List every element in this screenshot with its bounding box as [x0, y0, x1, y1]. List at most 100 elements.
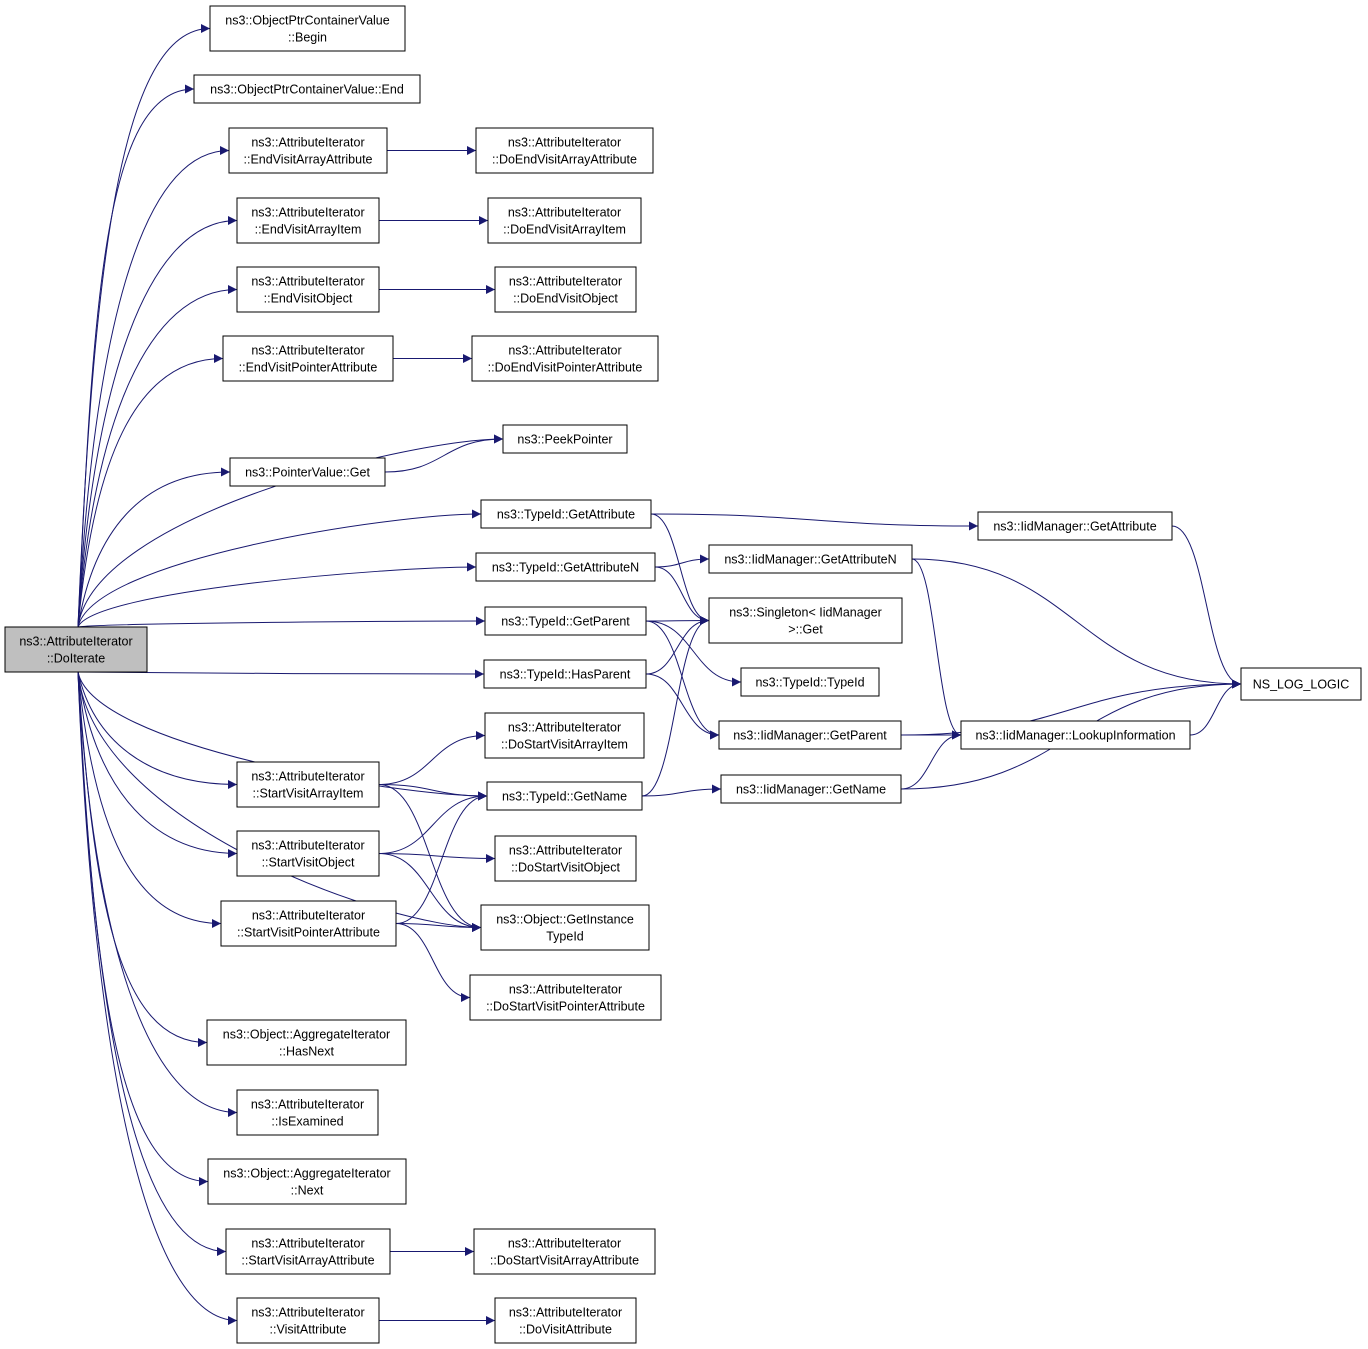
- node-label-line: ns3::IidManager::LookupInformation: [975, 729, 1175, 743]
- node-iid-get-attr-n[interactable]: ns3::IidManager::GetAttributeN: [708, 544, 913, 574]
- node-label-line: ns3::TypeId::HasParent: [500, 668, 631, 682]
- node-do-end-array-attr[interactable]: ns3::AttributeIterator::DoEndVisitArrayA…: [475, 127, 654, 174]
- node-do-start-array-item[interactable]: ns3::AttributeIterator::DoStartVisitArra…: [484, 712, 645, 759]
- call-edge-doiterate-to-start_visit_object: [77, 671, 238, 858]
- node-box: [473, 1228, 656, 1275]
- node-label-line: ns3::IidManager::GetParent: [733, 729, 887, 743]
- node-box: [206, 1019, 407, 1066]
- node-box: [480, 499, 652, 529]
- node-typeid-get-name[interactable]: ns3::TypeId::GetName: [486, 781, 643, 811]
- call-edge-doiterate-to-typeid_get_parent: [77, 616, 486, 628]
- node-iid-get-parent[interactable]: ns3::IidManager::GetParent: [718, 720, 902, 750]
- call-edge-typeid_has_parent-to-singleton_get: [645, 616, 710, 675]
- node-box: [222, 335, 394, 382]
- node-pointer-value-get[interactable]: ns3::PointerValue::Get: [229, 457, 386, 487]
- node-label-line: ns3::TypeId::GetAttributeN: [492, 561, 639, 575]
- node-ns-log-logic[interactable]: NS_LOG_LOGIC: [1240, 667, 1362, 701]
- node-box: [480, 904, 650, 951]
- node-label-line: ns3::AttributeIterator: [251, 839, 364, 853]
- node-label-line: ns3::IidManager::GetAttribute: [993, 520, 1156, 534]
- node-label-line: ::EndVisitPointerAttribute: [239, 361, 378, 375]
- node-singleton-get[interactable]: ns3::Singleton< IidManager>::Get: [708, 597, 903, 644]
- node-label-line: ns3::AttributeIterator: [508, 136, 621, 150]
- node-do-start-object[interactable]: ns3::AttributeIterator::DoStartVisitObje…: [494, 835, 637, 882]
- node-is-examined[interactable]: ns3::AttributeIterator::IsExamined: [236, 1089, 379, 1136]
- node-label-line: NS_LOG_LOGIC: [1253, 678, 1350, 692]
- node-typeid-get-parent[interactable]: ns3::TypeId::GetParent: [484, 606, 647, 636]
- call-edge-doiterate-to-end_visit_array_attr: [77, 146, 230, 628]
- node-label-line: ns3::AttributeIterator: [251, 1098, 364, 1112]
- node-label-line: ::DoEndVisitObject: [513, 292, 618, 306]
- node-label-line: ::StartVisitObject: [262, 856, 355, 870]
- call-edge-iid_get_name-to-iid_lookup: [900, 730, 962, 790]
- node-do-end-ptr-attr[interactable]: ns3::AttributeIterator::DoEndVisitPointe…: [471, 335, 659, 382]
- node-label-line: >::Get: [788, 623, 823, 637]
- node-start-visit-object[interactable]: ns3::AttributeIterator::StartVisitObject: [236, 830, 380, 877]
- node-end-visit-object[interactable]: ns3::AttributeIterator::EndVisitObject: [236, 266, 380, 313]
- call-edge-start_visit_ptr_attr-to-do_start_ptr_attr: [395, 923, 471, 1002]
- node-do-end-array-item[interactable]: ns3::AttributeIterator::DoEndVisitArrayI…: [487, 197, 642, 244]
- node-end-visit-array-item[interactable]: ns3::AttributeIterator::EndVisitArrayIte…: [236, 197, 380, 244]
- node-end-visit-ptr-attr[interactable]: ns3::AttributeIterator::EndVisitPointerA…: [222, 335, 394, 382]
- call-edge-doiterate-to-opcv_end: [77, 84, 195, 628]
- node-do-end-object[interactable]: ns3::AttributeIterator::DoEndVisitObject: [494, 266, 637, 313]
- node-label-line: ns3::PointerValue::Get: [245, 466, 370, 480]
- node-do-start-array-attr[interactable]: ns3::AttributeIterator::DoStartVisitArra…: [473, 1228, 656, 1275]
- call-edge-iid_lookup-to-ns_log_logic: [1189, 679, 1242, 736]
- node-doiterate[interactable]: ns3::AttributeIterator::DoIterate: [4, 626, 148, 673]
- node-iid-get-name[interactable]: ns3::IidManager::GetName: [720, 774, 902, 804]
- node-typeid-has-parent[interactable]: ns3::TypeId::HasParent: [483, 659, 647, 689]
- node-label-line: ::DoEndVisitArrayItem: [503, 223, 626, 237]
- node-start-visit-ptr-attr[interactable]: ns3::AttributeIterator::StartVisitPointe…: [220, 900, 397, 947]
- node-label-line: ns3::AttributeIterator: [251, 770, 364, 784]
- node-typeid-get-attribute[interactable]: ns3::TypeId::GetAttribute: [480, 499, 652, 529]
- node-start-visit-array-attr[interactable]: ns3::AttributeIterator::StartVisitArrayA…: [225, 1228, 391, 1275]
- call-edge-doiterate-to-start_visit_ptr_attr: [77, 671, 222, 928]
- node-typeid-get-attr-n[interactable]: ns3::TypeId::GetAttributeN: [475, 552, 656, 582]
- node-label-line: ns3::PeekPointer: [517, 433, 612, 447]
- node-label-line: ::DoEndVisitArrayAttribute: [492, 153, 637, 167]
- call-edge-pointer_value_get-to-peek_pointer: [384, 434, 504, 473]
- node-label-line: ::VisitAttribute: [270, 1323, 347, 1337]
- node-label-line: ::StartVisitArrayAttribute: [241, 1254, 374, 1268]
- node-visit-attribute[interactable]: ns3::AttributeIterator::VisitAttribute: [236, 1297, 380, 1344]
- node-box: [229, 457, 386, 487]
- node-label-line: ns3::IidManager::GetName: [736, 783, 886, 797]
- nodes-layer: ns3::AttributeIterator::DoIteratens3::Ob…: [4, 5, 1362, 1344]
- node-do-start-ptr-attr[interactable]: ns3::AttributeIterator::DoStartVisitPoin…: [469, 974, 662, 1021]
- node-box: [486, 781, 643, 811]
- node-end-visit-array-attr[interactable]: ns3::AttributeIterator::EndVisitArrayAtt…: [228, 127, 388, 174]
- node-opcv-end[interactable]: ns3::ObjectPtrContainerValue::End: [193, 74, 421, 104]
- node-label-line: ns3::AttributeIterator: [508, 206, 621, 220]
- node-label-line: ::DoEndVisitPointerAttribute: [488, 361, 643, 375]
- node-label-line: ns3::AttributeIterator: [251, 1237, 364, 1251]
- node-box: [740, 667, 880, 697]
- call-edge-start_visit_ptr_attr-to-object_get_instance_typeid: [395, 922, 482, 932]
- node-agg-has-next[interactable]: ns3::Object::AggregateIterator::HasNext: [206, 1019, 407, 1066]
- node-do-visit-attribute[interactable]: ns3::AttributeIterator::DoVisitAttribute: [494, 1297, 637, 1344]
- node-start-visit-array-item[interactable]: ns3::AttributeIterator::StartVisitArrayI…: [236, 761, 380, 808]
- call-edge-typeid_get_attr_n-to-iid_get_attr_n: [654, 554, 710, 568]
- node-iid-lookup[interactable]: ns3::IidManager::LookupInformation: [960, 720, 1191, 750]
- node-agg-next[interactable]: ns3::Object::AggregateIterator::Next: [207, 1158, 407, 1205]
- call-edge-start_visit_object-to-do_start_object: [378, 853, 496, 863]
- call-edge-doiterate-to-start_visit_array_attr: [77, 671, 227, 1256]
- node-typeid-typeid[interactable]: ns3::TypeId::TypeId: [740, 667, 880, 697]
- node-label-line: ns3::ObjectPtrContainerValue::End: [210, 83, 404, 97]
- node-label-line: ns3::AttributeIterator: [251, 136, 364, 150]
- node-peek-pointer[interactable]: ns3::PeekPointer: [502, 424, 628, 454]
- call-edge-doiterate-to-end_visit_ptr_attr: [77, 354, 224, 628]
- node-iid-get-attribute[interactable]: ns3::IidManager::GetAttribute: [977, 511, 1173, 541]
- node-label-line: ns3::Object::GetInstance: [496, 913, 634, 927]
- call-edge-doiterate-to-end_visit_object: [77, 285, 238, 628]
- node-label-line: ns3::Object::AggregateIterator: [223, 1167, 390, 1181]
- node-box: [502, 424, 628, 454]
- node-label-line: ns3::TypeId::TypeId: [755, 676, 864, 690]
- node-box: [1240, 667, 1362, 701]
- call-edge-start_visit_object-to-typeid_get_name: [378, 791, 488, 854]
- node-label-line: ::DoStartVisitObject: [511, 861, 620, 875]
- call-edge-start_visit_array_item-to-do_start_array_item: [378, 731, 486, 785]
- node-box: [708, 544, 913, 574]
- node-opcv-begin[interactable]: ns3::ObjectPtrContainerValue::Begin: [209, 5, 406, 52]
